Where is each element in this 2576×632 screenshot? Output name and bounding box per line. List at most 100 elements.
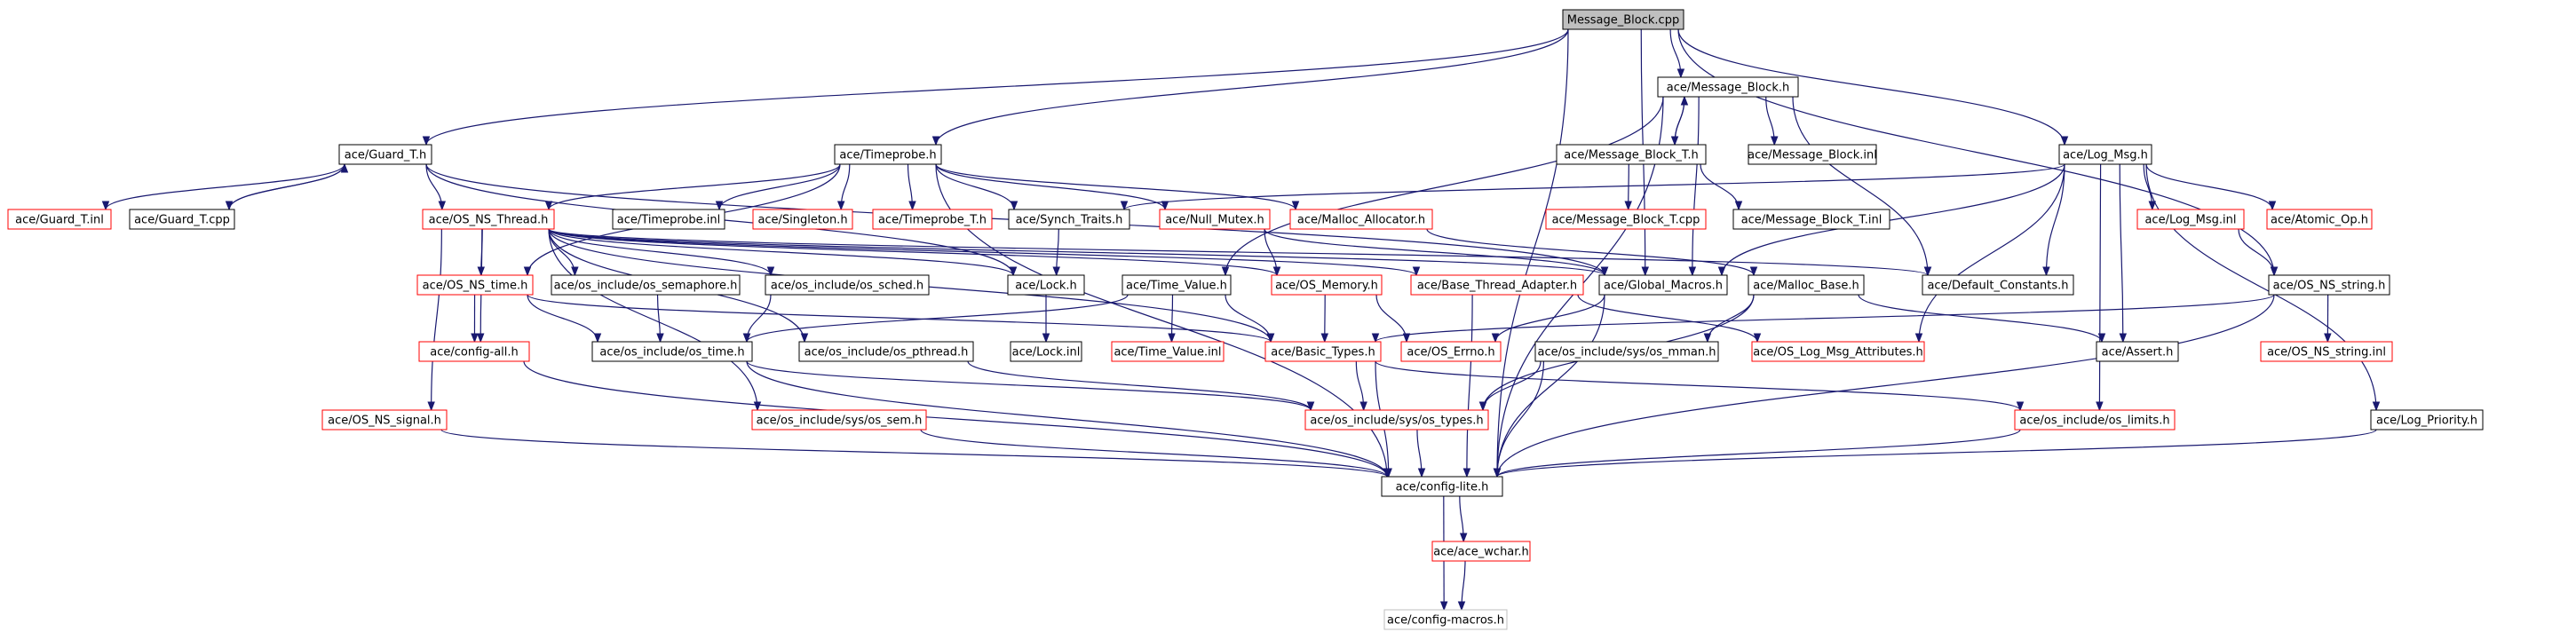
node-box bbox=[1748, 274, 1865, 296]
node-time-value-inl[interactable]: ace/Time_Value.inl bbox=[1111, 341, 1225, 362]
edge-os_ns_time_h-to-basic_types_h bbox=[527, 294, 1275, 344]
node-label: ace/config-all.h bbox=[430, 346, 519, 359]
node-os-mman-h[interactable]: ace/os_include/sys/os_mman.h bbox=[1534, 341, 1719, 362]
node-ace-wchar-h[interactable]: ace/ace_wchar.h bbox=[1431, 541, 1531, 562]
edge-timeprobe_h-to-timeprobe_t_h bbox=[907, 163, 916, 211]
edge-layer bbox=[101, 28, 2381, 612]
node-box bbox=[129, 209, 235, 230]
node-root[interactable]: Message_Block.cpp bbox=[1562, 9, 1684, 30]
node-box bbox=[2014, 409, 2176, 431]
node-label: ace/Timeprobe.h bbox=[839, 149, 936, 162]
node-label: ace/Timeprobe.inl bbox=[617, 214, 720, 227]
node-base-thread-adapter-h[interactable]: ace/Base_Thread_Adapter.h bbox=[1410, 274, 1584, 296]
node-label: ace/ace_wchar.h bbox=[1433, 546, 1529, 559]
edge-os_ns_string_h-to-basic_types_h bbox=[1371, 294, 2275, 344]
edge-message_block_h-to-message_block_inl bbox=[1765, 96, 1779, 146]
node-os-semaphore-h[interactable]: ace/os_include/os_semaphore.h bbox=[551, 274, 741, 296]
node-box bbox=[1534, 341, 1719, 362]
node-box bbox=[872, 209, 993, 230]
node-os-ns-string-inl[interactable]: ace/OS_NS_string.inl bbox=[2260, 341, 2393, 362]
node-box bbox=[612, 209, 725, 230]
node-guard-t-cpp[interactable]: ace/Guard_T.cpp bbox=[129, 209, 235, 230]
node-label: ace/Guard_T.cpp bbox=[134, 214, 230, 227]
node-os-ns-thread-h[interactable]: ace/OS_NS_Thread.h bbox=[422, 209, 555, 230]
node-label: ace/Null_Mutex.h bbox=[1165, 214, 1264, 227]
node-os-memory-h[interactable]: ace/OS_Memory.h bbox=[1271, 274, 1383, 296]
node-box bbox=[2370, 409, 2484, 431]
node-message-block-t-inl[interactable]: ace/Message_Block_T.inl bbox=[1732, 209, 1890, 230]
node-malloc-base-h[interactable]: ace/Malloc_Base.h bbox=[1748, 274, 1865, 296]
node-config-lite-h[interactable]: ace/config-lite.h bbox=[1381, 476, 1503, 497]
edge-root-to-guard_t_h bbox=[422, 28, 1569, 146]
node-assert-h[interactable]: ace/Assert.h bbox=[2096, 341, 2179, 362]
node-os-sched-h[interactable]: ace/os_include/os_sched.h bbox=[765, 274, 930, 296]
node-os-ns-time-h[interactable]: ace/OS_NS_time.h bbox=[416, 274, 534, 296]
node-singleton-h[interactable]: ace/Singleton.h bbox=[752, 209, 853, 230]
node-guard-t-h[interactable]: ace/Guard_T.h bbox=[338, 144, 432, 165]
node-lock-inl[interactable]: ace/Lock.inl bbox=[1010, 341, 1082, 362]
node-config-all-h[interactable]: ace/config-all.h bbox=[418, 341, 530, 362]
node-box bbox=[418, 341, 530, 362]
node-malloc-allocator-h[interactable]: ace/Malloc_Allocator.h bbox=[1289, 209, 1433, 230]
node-label: ace/config-macros.h bbox=[1387, 614, 1504, 628]
node-box bbox=[765, 274, 930, 296]
node-time-value-h[interactable]: ace/Time_Value.h bbox=[1122, 274, 1232, 296]
edge-os_ns_time_h-to-config_all_h bbox=[471, 294, 479, 344]
node-message-block-t-cpp[interactable]: ace/Message_Block_T.cpp bbox=[1545, 209, 1707, 230]
node-os-log-msg-attributes-h[interactable]: ace/OS_Log_Msg_Attributes.h bbox=[1751, 341, 1925, 362]
node-log-msg-h[interactable]: ace/Log_Msg.h bbox=[2058, 144, 2152, 165]
node-guard-t-inl[interactable]: ace/Guard_T.inl bbox=[7, 209, 112, 230]
node-global-macros-h[interactable]: ace/Global_Macros.h bbox=[1598, 274, 1728, 296]
node-os-time-h[interactable]: ace/os_include/os_time.h bbox=[591, 341, 753, 362]
node-label: ace/Lock.h bbox=[1015, 280, 1077, 293]
node-atomic-op-h[interactable]: ace/Atomic_Op.h bbox=[2266, 209, 2373, 230]
edge-malloc_allocator_h-to-malloc_base_h bbox=[1426, 228, 1758, 277]
node-box bbox=[1271, 274, 1383, 296]
node-box bbox=[2096, 341, 2179, 362]
edge-os_types_h-to-config_lite_h bbox=[1416, 429, 1426, 478]
node-layer: Message_Block.cpp ace/Message_Block.h ace/… bbox=[7, 9, 2484, 630]
edge-root-to-message_block_h bbox=[1669, 28, 1685, 79]
edge-message_block_h-to-default_constants_h bbox=[1792, 96, 1932, 277]
node-box bbox=[751, 409, 927, 431]
node-basic-types-h[interactable]: ace/Basic_Types.h bbox=[1264, 341, 1382, 362]
node-os-errno-h[interactable]: ace/OS_Errno.h bbox=[1400, 341, 1502, 362]
node-os-sem-h[interactable]: ace/os_include/sys/os_sem.h bbox=[751, 409, 927, 431]
node-label: ace/os_include/sys/os_types.h bbox=[1310, 415, 1483, 428]
node-os-pthread-h[interactable]: ace/os_include/os_pthread.h bbox=[798, 341, 974, 362]
node-synch-traits-h[interactable]: ace/Synch_Traits.h bbox=[1008, 209, 1130, 230]
node-message-block-t-h[interactable]: ace/Message_Block_T.h bbox=[1556, 144, 1707, 165]
node-os-ns-signal-h[interactable]: ace/OS_NS_signal.h bbox=[321, 409, 448, 431]
node-os-types-h[interactable]: ace/os_include/sys/os_types.h bbox=[1304, 409, 1489, 431]
node-box bbox=[1383, 609, 1508, 630]
node-label: ace/Lock.inl bbox=[1012, 346, 1081, 359]
edge-basic_types_h-to-os_limits_h bbox=[1375, 360, 2025, 412]
edge-timeprobe_h-to-malloc_allocator_h bbox=[935, 163, 1300, 211]
node-box bbox=[752, 209, 853, 230]
node-label: ace/os_include/os_semaphore.h bbox=[554, 280, 738, 293]
node-box bbox=[1431, 541, 1531, 562]
node-timeprobe-t-h[interactable]: ace/Timeprobe_T.h bbox=[872, 209, 993, 230]
edge-os_semaphore_h-to-os_time_h bbox=[656, 294, 664, 344]
edge-message_block_h-to-global_macros_h bbox=[1688, 96, 1700, 277]
node-os-limits-h[interactable]: ace/os_include/os_limits.h bbox=[2014, 409, 2176, 431]
node-timeprobe-h[interactable]: ace/Timeprobe.h bbox=[834, 144, 942, 165]
node-box bbox=[1111, 341, 1225, 362]
node-message-block-h[interactable]: ace/Message_Block.h bbox=[1657, 76, 1799, 98]
node-label: ace/Time_Value.h bbox=[1126, 280, 1227, 293]
edge-message_block_h-to-time_value_h bbox=[1221, 96, 1664, 277]
node-message-block-inl[interactable]: ace/Message_Block.inl bbox=[1748, 144, 1877, 165]
node-os-ns-string-h[interactable]: ace/OS_NS_string.h bbox=[2268, 274, 2390, 296]
node-log-msg-inl[interactable]: ace/Log_Msg.inl bbox=[2136, 209, 2245, 230]
edge-os_ns_thread_h-to-default_constants_h bbox=[548, 228, 1932, 277]
edge-os_ns_thread_h-to-lock_h bbox=[548, 228, 1018, 277]
node-log-priority-h[interactable]: ace/Log_Priority.h bbox=[2370, 409, 2484, 431]
node-null-mutex-h[interactable]: ace/Null_Mutex.h bbox=[1159, 209, 1271, 230]
node-label: ace/OS_Log_Msg_Attributes.h bbox=[1753, 346, 1922, 359]
node-default-constants-h[interactable]: ace/Default_Constants.h bbox=[1922, 274, 2074, 296]
node-timeprobe-inl[interactable]: ace/Timeprobe.inl bbox=[612, 209, 725, 230]
node-label: ace/Malloc_Base.h bbox=[1753, 280, 1859, 293]
node-label: ace/os_include/os_time.h bbox=[599, 346, 744, 359]
node-lock-h[interactable]: ace/Lock.h bbox=[1007, 274, 1085, 296]
